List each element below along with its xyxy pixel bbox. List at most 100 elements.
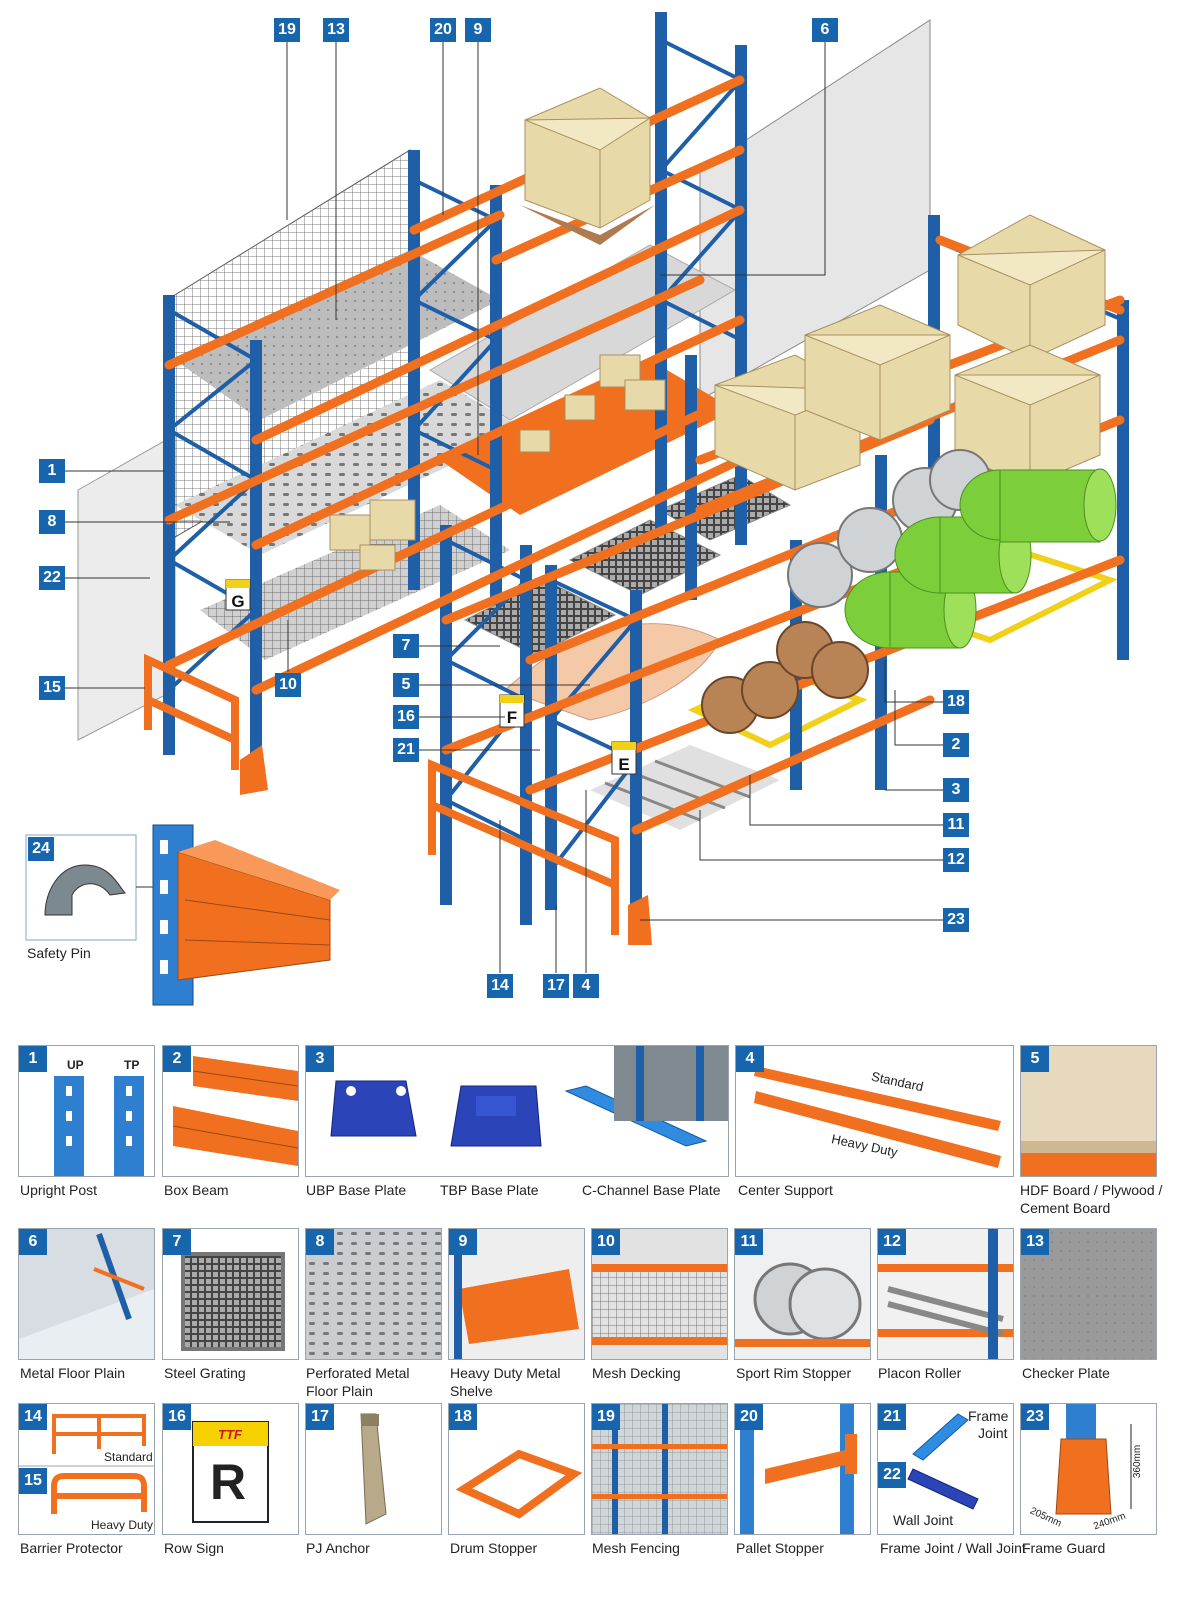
- caption-cchannel: C-Channel Base Plate: [582, 1182, 721, 1198]
- caption-frame-guard: Frame Guard: [1022, 1540, 1106, 1556]
- card-num-22: 22: [878, 1462, 906, 1488]
- callout-4: 4: [573, 974, 599, 998]
- card-frame-guard: 23 360mm 205mm 240mm: [1020, 1403, 1157, 1535]
- mesh-fencing-img: [592, 1404, 727, 1534]
- callout-17: 17: [543, 974, 569, 998]
- box-beam-detail: [152, 824, 340, 1006]
- card-frame-wall-joint: 21 22 Frame Joint Wall Joint: [877, 1403, 1014, 1535]
- card-pallet-stopper: 20: [734, 1403, 871, 1535]
- frame-guard-left: [240, 745, 268, 795]
- card-upright-post: 1 UP TP: [18, 1045, 155, 1177]
- safety-pin-icon: [44, 864, 126, 916]
- caption-upright-post: Upright Post: [20, 1182, 98, 1198]
- steel-grating-img: [181, 1252, 285, 1351]
- label-360mm: 360mm: [1132, 1444, 1144, 1479]
- caption-perforated-2: Floor Plain: [306, 1383, 373, 1399]
- callout-8: 8: [39, 510, 65, 534]
- caption-metal-floor: Metal Floor Plain: [20, 1365, 126, 1381]
- card-num-12: 12: [878, 1229, 906, 1255]
- card-perforated: 8: [305, 1228, 442, 1360]
- caption-mesh-fencing: Mesh Fencing: [592, 1540, 680, 1556]
- card-num-7: 7: [163, 1229, 191, 1255]
- card-drum-stopper: 18: [448, 1403, 585, 1535]
- callout-24: 24: [28, 837, 54, 861]
- callout-5: 5: [393, 673, 419, 697]
- label-tp: TP: [124, 1058, 140, 1072]
- card-num-3: 3: [306, 1046, 334, 1072]
- perforated-deck-tex: [175, 380, 525, 555]
- base-plates-img: [330, 1046, 728, 1147]
- card-placon-roller: 12: [877, 1228, 1014, 1360]
- barrier-protector-left: [144, 653, 239, 770]
- card-rim-stopper: 11: [734, 1228, 871, 1360]
- card-heavy-shelve: 9: [448, 1228, 585, 1360]
- callout-18: 18: [943, 690, 969, 714]
- card-center-support: 4 Standard Heavy Duty: [735, 1045, 1014, 1177]
- card-mesh-decking: 10: [591, 1228, 728, 1360]
- card-num-10: 10: [592, 1229, 620, 1255]
- card-num-6: 6: [19, 1229, 47, 1255]
- pallet-box-r4: [954, 344, 1101, 486]
- card-num-13: 13: [1021, 1229, 1049, 1255]
- pallet-box-r2: [804, 304, 951, 441]
- steel-grating-2: [568, 519, 722, 596]
- frame-wall-joint-img: [907, 1413, 979, 1510]
- pallet-box-r3: [957, 214, 1106, 361]
- caption-rim-stopper: Sport Rim Stopper: [736, 1365, 852, 1381]
- caption-pallet-stopper: Pallet Stopper: [736, 1540, 824, 1556]
- label-joint: Joint: [978, 1425, 1008, 1441]
- caption-row-sign: Row Sign: [164, 1540, 224, 1556]
- pallet-stopper-img: [740, 1404, 857, 1534]
- metal-floor-img: [19, 1229, 154, 1359]
- caption-placon-roller: Placon Roller: [878, 1365, 962, 1381]
- heavy-shelve-img: [449, 1229, 584, 1359]
- barrier-protector-img: [19, 1414, 154, 1514]
- card-metal-floor: 6: [18, 1228, 155, 1360]
- card-checker-plate: 13: [1020, 1228, 1157, 1360]
- card-mesh-fencing: 19: [591, 1403, 728, 1535]
- green-drums: [844, 468, 1117, 649]
- card-num-23: 23: [1021, 1404, 1049, 1430]
- callout-7: 7: [393, 634, 419, 658]
- small-cartons: [329, 354, 666, 571]
- pj-anchor-img: [360, 1413, 387, 1525]
- leader-lines: [65, 42, 943, 973]
- caption-hdf-1: HDF Board / Plywood /: [1020, 1182, 1163, 1198]
- caption-heavy-shelve-1: Heavy Duty Metal: [450, 1365, 561, 1381]
- caption-checker-plate: Checker Plate: [1022, 1365, 1110, 1381]
- callout-3: 3: [943, 778, 969, 802]
- card-barrier-protector: 14 15 Standard Heavy Duty: [18, 1403, 155, 1535]
- card-num-11: 11: [735, 1229, 763, 1255]
- caption-mesh-decking: Mesh Decking: [592, 1365, 681, 1381]
- card-num-14: 14: [19, 1404, 47, 1430]
- card-num-1: 1: [19, 1046, 47, 1072]
- callout-20: 20: [430, 18, 456, 42]
- card-num-20: 20: [735, 1404, 763, 1430]
- caption-box-beam: Box Beam: [164, 1182, 229, 1198]
- caption-pj-anchor: PJ Anchor: [306, 1540, 370, 1556]
- card-num-15: 15: [19, 1468, 47, 1494]
- card-num-5: 5: [1021, 1046, 1049, 1072]
- card-num-18: 18: [449, 1404, 477, 1430]
- row-sign-e-band: [612, 742, 636, 750]
- callout-22: 22: [39, 566, 65, 590]
- row-sign-brand: TTF: [218, 1427, 242, 1442]
- card-num-9: 9: [449, 1229, 477, 1255]
- callout-19: 19: [274, 18, 300, 42]
- callout-2: 2: [943, 733, 969, 757]
- safety-pin-label: Safety Pin: [27, 945, 91, 961]
- row-sign-img: [192, 1421, 269, 1523]
- callout-10: 10: [275, 673, 301, 697]
- callout-13: 13: [323, 18, 349, 42]
- card-num-21: 21: [878, 1404, 906, 1430]
- card-num-16: 16: [163, 1404, 191, 1430]
- caption-frame-wall-joint: Frame Joint / Wall Joint: [880, 1540, 1026, 1556]
- drum-stopper-img: [455, 1449, 583, 1519]
- caption-drum-stopper: Drum Stopper: [450, 1540, 538, 1556]
- card-num-8: 8: [306, 1229, 334, 1255]
- callout-23: 23: [943, 908, 969, 932]
- card-num-17: 17: [306, 1404, 334, 1430]
- caption-tbp: TBP Base Plate: [440, 1182, 539, 1198]
- caption-center-support: Center Support: [738, 1182, 833, 1198]
- callout-14: 14: [487, 974, 513, 998]
